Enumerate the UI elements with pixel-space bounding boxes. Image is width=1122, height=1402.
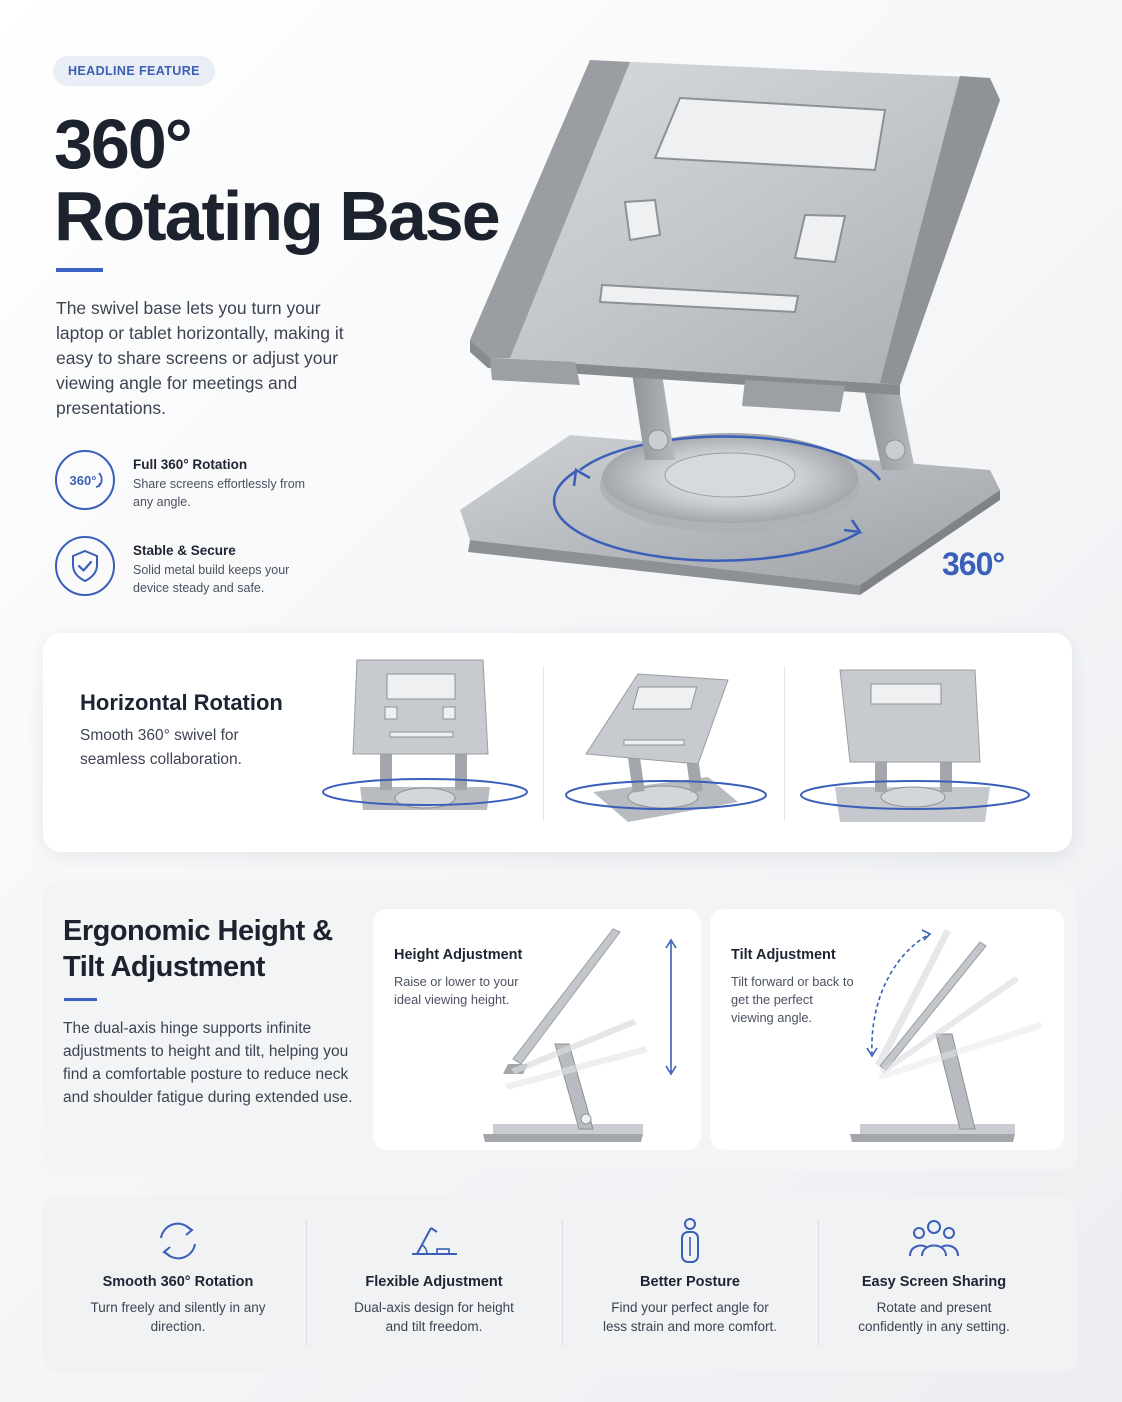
benefit-flexible-adjustment: Flexible Adjustment Dual-axis design for…	[306, 1196, 562, 1372]
rotation-divider	[543, 666, 544, 821]
height-adjustment-illustration	[483, 928, 677, 1142]
benefits-section	[42, 1196, 1078, 1372]
benefit-title: Smooth 360° Rotation	[102, 1274, 254, 1290]
tilt-adjustment-illustration	[850, 929, 1043, 1142]
tilt-adjustment-title: Tilt Adjustment	[731, 947, 836, 963]
hero-description: The swivel base lets you turn your lapto…	[56, 298, 344, 418]
benefit-title: Flexible Adjustment	[365, 1274, 503, 1290]
rotate-arrows-icon	[160, 1222, 196, 1260]
hero-accent-bar	[56, 268, 103, 272]
benefit-divider	[818, 1221, 819, 1346]
ergonomic-title-line1: Ergonomic Height &	[63, 915, 333, 947]
benefit-title: Easy Screen Sharing	[861, 1274, 1007, 1290]
laptop-stand-illustration	[460, 60, 1000, 595]
height-adjustment-description: Raise or lower to your ideal viewing hei…	[394, 974, 519, 1007]
rotate-360-icon-text: 360°	[70, 473, 97, 488]
hero-title-line1: 360°	[54, 105, 193, 183]
posture-icon	[681, 1218, 699, 1263]
rotate-360-icon: 360°	[55, 450, 115, 510]
feature-stable-secure: Stable & Secure Solid metal build keeps …	[55, 536, 375, 598]
benefit-divider	[562, 1221, 563, 1346]
rotation-view-back	[800, 669, 1030, 822]
feature-description: Solid metal build keeps your device stea…	[133, 563, 290, 595]
adjust-angle-icon	[412, 1227, 457, 1255]
feature-full-rotation: 360° Full 360° Rotation Share screens ef…	[55, 450, 375, 512]
hero-title-line2: Rotating Base	[54, 177, 501, 255]
headline-badge: HEADLINE FEATURE	[53, 56, 215, 86]
horizontal-rotation-title: Horizontal Rotation	[80, 690, 283, 715]
benefit-description: Dual-axis design for height and tilt fre…	[354, 1300, 514, 1334]
feature-title: Full 360° Rotation	[133, 457, 248, 472]
rotation-divider	[784, 666, 785, 821]
benefit-description: Turn freely and silently in any directio…	[90, 1300, 266, 1334]
feature-title: Stable & Secure	[133, 543, 236, 558]
benefit-title: Better Posture	[640, 1274, 740, 1290]
ergonomic-title: Ergonomic Height & Tilt Adjustment	[63, 913, 333, 985]
benefit-description: Find your perfect angle for less strain …	[602, 1300, 778, 1334]
benefit-better-posture: Better Posture Find your perfect angle f…	[562, 1196, 818, 1372]
benefit-screen-sharing: Easy Screen Sharing Rotate and present c…	[806, 1196, 1062, 1372]
rotation-degree-label: 360°	[942, 546, 1005, 582]
benefit-description: Rotate and present confidently in any se…	[858, 1300, 1010, 1334]
users-icon	[909, 1220, 959, 1257]
horizontal-rotation-description: Smooth 360° swivel for seamless collabor…	[80, 727, 242, 768]
tilt-adjustment-description: Tilt forward or back to get the perfect …	[731, 974, 854, 1025]
height-adjustment-card: Height Adjustment Raise or lower to your…	[373, 909, 701, 1150]
hero-title: 360° Rotating Base	[54, 105, 501, 255]
shield-check-icon	[55, 536, 115, 596]
ergonomic-title-line2: Tilt Adjustment	[63, 951, 265, 983]
feature-description: Share screens effortlessly from any angl…	[133, 477, 306, 509]
rotation-view-angled	[565, 673, 767, 822]
ergonomic-accent-bar	[64, 998, 97, 1001]
benefit-divider	[306, 1221, 307, 1346]
rotation-view-front	[322, 659, 528, 810]
height-adjustment-title: Height Adjustment	[394, 947, 523, 963]
ergonomic-description: The dual-axis hinge supports infinite ad…	[63, 1020, 353, 1106]
tilt-adjustment-card: Tilt Adjustment Tilt forward or back to …	[710, 909, 1064, 1150]
benefit-smooth-rotation: Smooth 360° Rotation Turn freely and sil…	[50, 1196, 306, 1372]
